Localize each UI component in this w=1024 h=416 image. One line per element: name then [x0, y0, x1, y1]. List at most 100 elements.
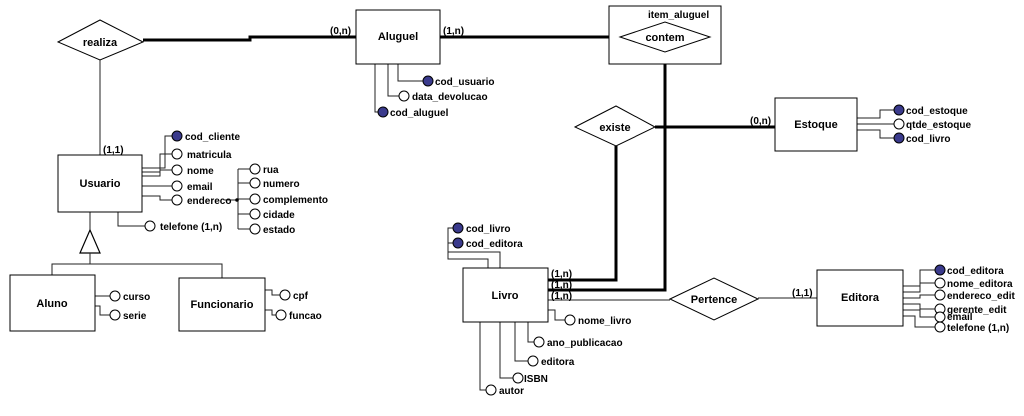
- entity-editora: [816, 269, 904, 327]
- entity-livro: [462, 267, 549, 323]
- attr-icon: [109, 290, 121, 302]
- attr-icon: [171, 164, 183, 176]
- attr-nome: nome: [187, 166, 214, 177]
- connector-cod-livro: [447, 227, 489, 268]
- attr-telefone-editora: telefone (1,n): [947, 323, 1009, 334]
- key-attr-icon: [452, 222, 464, 234]
- attr-ano-publicacao: ano_publicacao: [547, 338, 623, 349]
- attr-cpf: cpf: [293, 291, 309, 302]
- entity-aluguel: [355, 9, 441, 65]
- key-attr-icon: [452, 237, 464, 249]
- connector-nome: [142, 169, 172, 177]
- attr-cod-aluguel: cod_aluguel: [390, 108, 449, 119]
- attr-icon: [249, 163, 261, 175]
- attr-estado: estado: [263, 225, 295, 236]
- cardinality-realiza-usuario: (1,1): [103, 145, 124, 156]
- relationship-realiza-label: realiza: [83, 37, 118, 49]
- attr-cod-cliente: cod_cliente: [185, 132, 240, 143]
- cardinality-livro-pertence: (1,n): [551, 291, 572, 302]
- connector-telefone-editora: [903, 315, 935, 328]
- connector-cod-editora: [447, 242, 501, 268]
- key-attr-icon: [893, 132, 905, 144]
- key-attr-icon: [377, 106, 389, 118]
- connector-cod-editora-editora: [903, 269, 935, 287]
- relationship-pertence: [668, 277, 760, 321]
- connector-cpf: [265, 289, 280, 296]
- cardinality-pertence-editora: (1,1): [792, 288, 813, 299]
- attr-icon: [533, 336, 545, 348]
- attr-rua: rua: [263, 165, 279, 176]
- connector-endereco-edit: [903, 294, 935, 299]
- key-attr-icon: [422, 75, 434, 87]
- relationship-existe-label: existe: [599, 122, 630, 134]
- connector-nome-livro: [548, 309, 565, 321]
- attr-cidade: cidade: [263, 210, 295, 221]
- attr-funcao: funcao: [289, 311, 322, 322]
- entity-estoque: [774, 97, 858, 152]
- attr-qtde-estoque: qtde_estoque: [906, 120, 971, 131]
- attr-editora-livro: editora: [541, 357, 575, 368]
- attr-cod-livro: cod_livro: [466, 224, 510, 235]
- connector-cod-cliente: [142, 135, 172, 169]
- entity-aluguel-label: Aluguel: [378, 31, 418, 43]
- connector-gerente-edit: [903, 303, 935, 310]
- cardinality-existe-estoque: (0,n): [750, 116, 771, 127]
- connector-endereco: [142, 195, 172, 201]
- entity-aluno: [9, 274, 96, 332]
- relationship-contem-label: contem: [645, 32, 684, 44]
- attr-icon: [934, 289, 946, 301]
- cardinality-livro-contem: (1,n): [551, 280, 572, 291]
- entity-usuario: [57, 154, 143, 213]
- entity-editora-label: Editora: [841, 292, 880, 304]
- entity-livro-label: Livro: [492, 290, 519, 302]
- line-generalization-aluno: [51, 253, 91, 275]
- connector-editora-livro: [514, 322, 528, 362]
- line-existe-livro: [548, 146, 618, 282]
- relationship-contem: [618, 21, 712, 53]
- connector-telefone: [117, 212, 145, 227]
- attr-serie: serie: [123, 311, 147, 322]
- connector-data-devolucao: [387, 64, 399, 97]
- connector-ano-publicacao: [527, 322, 534, 343]
- attr-telefone: telefone (1,n): [160, 222, 222, 233]
- attr-gerente-edit: gerente_edit: [947, 305, 1007, 316]
- attr-nome-livro: nome_livro: [578, 316, 631, 327]
- key-attr-icon: [171, 130, 183, 142]
- key-attr-icon: [893, 104, 905, 116]
- attr-endereco-edit: endereco_edit: [947, 291, 1015, 302]
- connector-cod-aluguel: [374, 64, 378, 113]
- composite-dot-icon: [235, 198, 239, 202]
- entity-funcionario: [178, 277, 266, 332]
- attr-icon: [527, 355, 539, 367]
- relationship-existe: [573, 105, 657, 147]
- attr-icon: [249, 193, 261, 205]
- entity-aluno-label: Aluno: [36, 298, 67, 310]
- attr-cod-editora: cod_editora: [466, 239, 523, 250]
- attr-icon: [279, 289, 291, 301]
- attr-icon: [893, 118, 905, 130]
- relationship-pertence-label: Pertence: [691, 294, 737, 306]
- attr-icon: [249, 223, 261, 235]
- attr-icon: [512, 372, 524, 384]
- generalization-triangle: [79, 228, 101, 254]
- cardinality-realiza-aluguel: (0,n): [330, 26, 351, 37]
- attr-icon: [171, 194, 183, 206]
- cardinality-aluguel-contem: (1,n): [443, 26, 464, 37]
- attr-icon: [171, 148, 183, 160]
- attr-icon: [171, 180, 183, 192]
- attr-icon: [934, 311, 946, 323]
- attr-icon: [485, 384, 497, 396]
- attr-data-devolucao: data_devolucao: [412, 92, 488, 103]
- attr-icon: [249, 208, 261, 220]
- entity-usuario-label: Usuario: [80, 178, 121, 190]
- attr-icon: [934, 277, 946, 289]
- attr-cod-editora-editora: cod_editora: [947, 266, 1004, 277]
- attr-autor: autor: [499, 386, 524, 397]
- connector-cod-estoque: [857, 109, 894, 119]
- attr-cod-livro-estoque: cod_livro: [906, 134, 950, 145]
- attr-email-editora: email: [947, 312, 973, 323]
- attr-icon: [398, 90, 410, 102]
- attr-endereco: endereco: [187, 196, 231, 207]
- attr-nome-editora: nome_editora: [947, 279, 1013, 290]
